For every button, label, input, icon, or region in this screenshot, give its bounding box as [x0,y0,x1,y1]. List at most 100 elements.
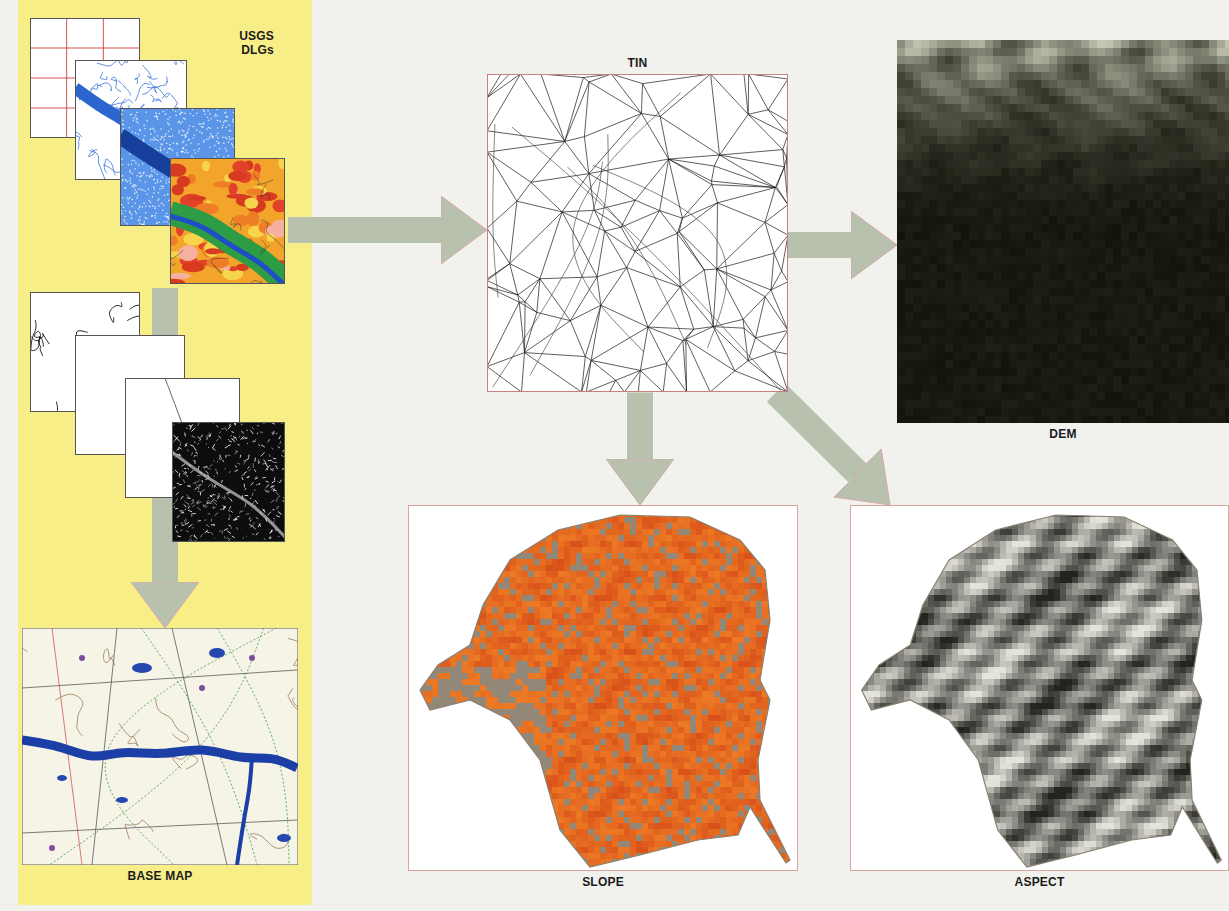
map-graphic [1033,152,1041,160]
map-graphic [254,522,255,524]
map-graphic [22,820,297,833]
map-graphic [1049,144,1057,152]
map-graphic [1137,48,1145,56]
map-graphic [929,64,937,72]
map-graphic [131,214,133,216]
map-graphic [154,208,156,210]
map-graphic [22,670,297,688]
map-graphic [1193,128,1201,136]
map-graphic [124,216,126,218]
map-graphic [124,210,126,212]
map-graphic [242,477,243,480]
map-graphic [961,96,969,104]
map-graphic [208,127,210,129]
map-graphic [211,135,213,137]
map-graphic [226,492,230,493]
map-graphic [213,476,215,477]
map-graphic [231,438,235,442]
map-graphic [167,194,169,196]
map-graphic [145,181,147,183]
map-graphic [1017,136,1025,144]
map-graphic [172,135,174,137]
map-graphic [1065,64,1073,72]
map-graphic [921,144,929,152]
map-graphic [160,150,162,152]
map-graphic [264,460,266,464]
map-graphic [953,112,961,120]
map-graphic [1065,80,1073,88]
map-graphic [245,458,249,460]
map-graphic [1201,120,1209,128]
map-graphic [961,64,969,72]
map-graphic [208,119,210,121]
map-graphic [985,48,993,56]
map-graphic [218,493,219,494]
map-graphic [1185,40,1193,48]
map-graphic [183,479,185,483]
map-graphic [161,185,163,187]
map-graphic [217,127,219,129]
map-graphic [921,80,929,88]
map-graphic [135,115,137,117]
map-graphic [191,470,194,473]
map-graphic [249,655,255,661]
map-graphic [1065,40,1073,48]
map-graphic [977,136,985,144]
map-graphic [1201,80,1209,88]
map-graphic [961,128,969,136]
flow-arrow [788,232,851,258]
map-graphic [187,486,191,487]
map-graphic [254,458,255,462]
map-graphic [1017,56,1025,64]
map-graphic [1185,136,1193,144]
map-graphic [260,184,269,200]
map-graphic [198,502,200,504]
map-graphic [1201,152,1209,160]
map-graphic [192,435,194,436]
map-graphic [1177,96,1185,104]
map-graphic [1217,72,1225,80]
map-graphic [144,128,146,130]
map-graphic [945,96,953,104]
map-graphic [181,496,183,499]
map-graphic [233,437,236,438]
map-graphic [953,136,961,144]
map-graphic [953,88,961,96]
map-graphic [1209,48,1217,56]
map-graphic [1137,104,1145,112]
map-graphic [135,185,137,187]
map-graphic [913,40,921,48]
map-graphic [135,132,137,134]
map-graphic [993,104,1001,112]
map-graphic [261,445,265,447]
map-graphic [1161,120,1169,128]
map-graphic [993,72,1001,80]
map-graphic [132,663,152,673]
map-graphic [197,508,201,511]
map-graphic [1057,80,1065,88]
map-graphic [203,122,205,124]
map-graphic [270,460,274,462]
map-graphic [153,137,155,139]
map-graphic [184,152,186,154]
map-graphic [266,491,267,493]
map-graphic [224,495,226,499]
map-graphic [134,202,136,204]
flow-arrow [627,392,653,459]
map-graphic [162,186,164,188]
map-graphic [1049,112,1057,120]
map-graphic [969,72,977,80]
map-graphic [897,104,905,112]
map-graphic [257,425,260,427]
map-graphic [181,522,182,523]
map-graphic [993,160,1001,168]
map-graphic [1081,152,1089,160]
map-graphic [205,530,208,533]
map-graphic [202,123,204,125]
map-graphic [198,486,200,490]
map-graphic [1089,80,1097,88]
map-graphic [905,80,913,88]
map-graphic [1153,152,1161,160]
map-graphic [122,119,124,121]
map-graphic [1065,88,1073,96]
